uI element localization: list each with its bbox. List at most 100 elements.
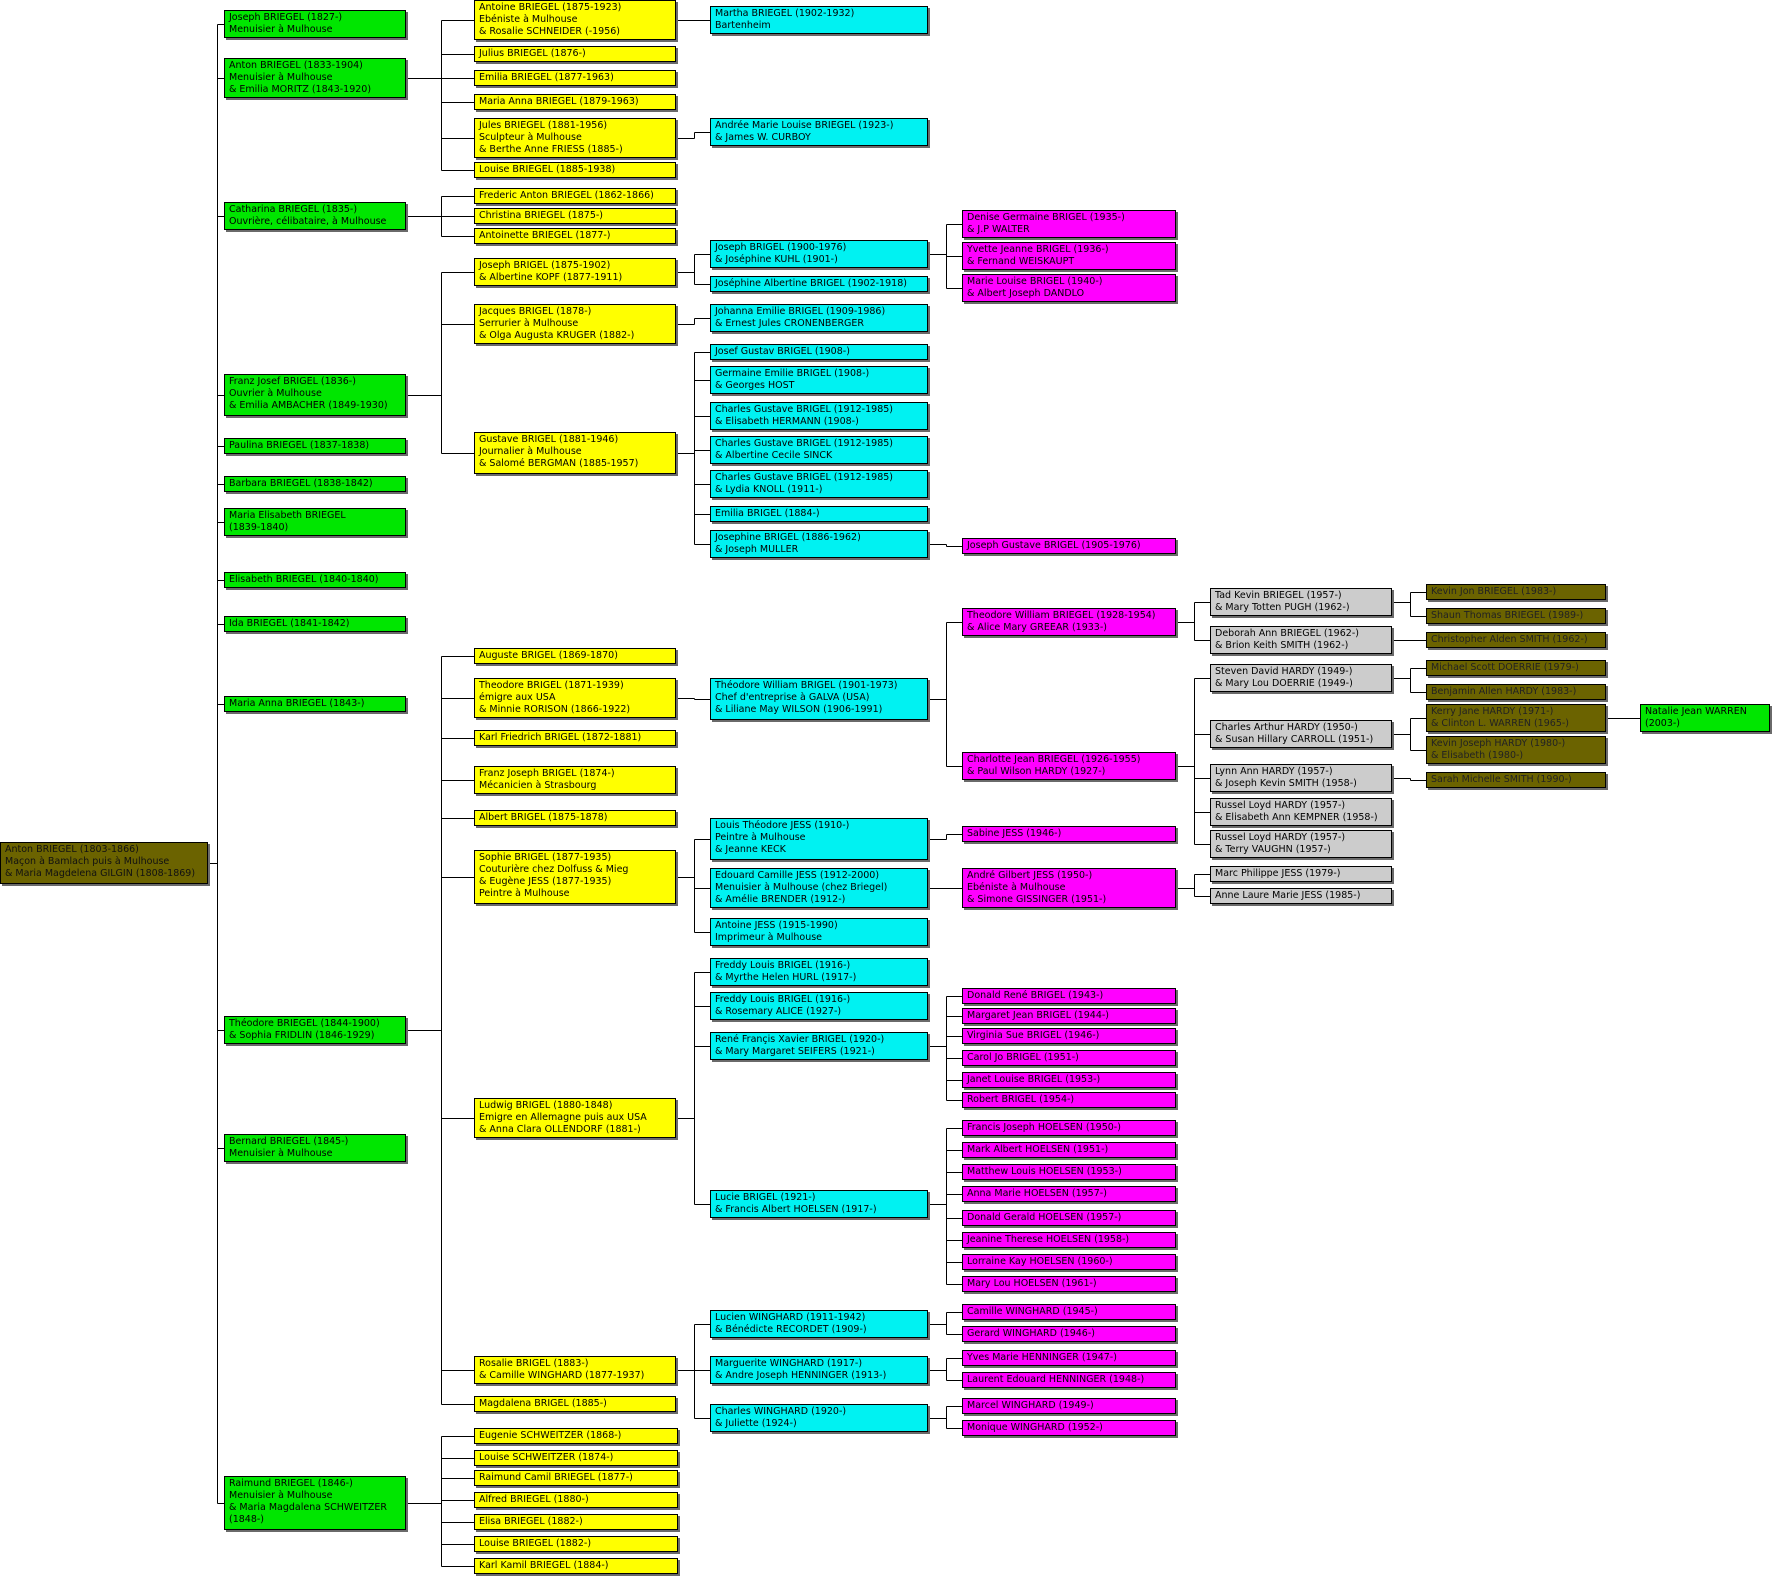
person-name: Maria Elisabeth BRIEGEL: [229, 510, 346, 521]
person-detail: & Amélie BRENDER (1912-): [715, 894, 846, 905]
person-name: Marc Philippe JESS (1979-): [1215, 868, 1341, 879]
person-name: Magdalena BRIGEL (1885-): [479, 1398, 607, 1409]
person-name: Yvette Jeanne BRIGEL (1936-): [967, 244, 1109, 255]
person-charles-gustave-brigel: Charles Gustave BRIGEL (1912-1985)& Albe…: [710, 436, 928, 464]
person-franz-joseph-brigel: Franz Joseph BRIGEL (1874-)Mécanicien à …: [474, 766, 676, 794]
person-tad-kevin-briegel: Tad Kevin BRIEGEL (1957-)& Mary Totten P…: [1210, 588, 1392, 616]
person-name: Janet Louise BRIGEL (1953-): [967, 1074, 1101, 1085]
person-andree-marie-louise-briegel: Andrée Marie Louise BRIEGEL (1923-)& Jam…: [710, 118, 928, 146]
person-charlotte-jean-briegel: Charlotte Jean BRIEGEL (1926-1955)& Paul…: [962, 752, 1176, 780]
person-detail: & Brion Keith SMITH (1962-): [1215, 640, 1349, 651]
person-name: Louis Théodore JESS (1910-): [715, 820, 850, 831]
person-name: Virginia Sue BRIGEL (1946-): [967, 1030, 1100, 1041]
person-camille-winghard: Camille WINGHARD (1945-): [962, 1304, 1176, 1320]
person-franz-josef-brigel: Franz Josef BRIGEL (1836-)Ouvrier à Mulh…: [224, 374, 406, 416]
person-ida-briegel: Ida BRIEGEL (1841-1842): [224, 616, 406, 632]
person-name: Lynn Ann HARDY (1957-): [1215, 766, 1333, 777]
person-robert-brigel: Robert BRIGEL (1954-): [962, 1092, 1176, 1108]
person-maria-elisabeth-briegel: Maria Elisabeth BRIEGEL(1839-1840): [224, 508, 406, 536]
person-detail: & Berthe Anne FRIESS (1885-): [479, 144, 623, 155]
person-name: Freddy Louis BRIGEL (1916-): [715, 960, 851, 971]
person-detail: Ebéniste à Mulhouse: [967, 882, 1066, 893]
person-charles-gustave-brigel: Charles Gustave BRIGEL (1912-1985)& Lydi…: [710, 470, 928, 498]
person-detail: & Albertine Cecile SINCK: [715, 450, 833, 461]
person-name: Joseph BRIGEL (1900-1976): [715, 242, 847, 253]
person-emilia-brigel: Emilia BRIGEL (1884-): [710, 506, 928, 522]
person-karl-kamil-briegel: Karl Kamil BRIEGEL (1884-): [474, 1558, 678, 1574]
person-name: Anne Laure Marie JESS (1985-): [1215, 890, 1361, 901]
person-frederic-anton-briegel: Frederic Anton BRIEGEL (1862-1866): [474, 188, 676, 204]
person-louis-theodore-jess: Louis Théodore JESS (1910-)Peintre à Mul…: [710, 818, 928, 860]
person-charles-gustave-brigel: Charles Gustave BRIGEL (1912-1985)& Elis…: [710, 402, 928, 430]
person-name: Tad Kevin BRIEGEL (1957-): [1215, 590, 1342, 601]
person-detail: & Rosalie SCHNEIDER (-1956): [479, 26, 621, 37]
person-detail: & Salomé BERGMAN (1885-1957): [479, 458, 639, 469]
person-name: Marie Louise BRIGEL (1940-): [967, 276, 1103, 287]
person-detail: Bartenheim: [715, 20, 771, 31]
person-detail: & Clinton L. WARREN (1965-): [1431, 718, 1569, 729]
person-detail: & Mary Totten PUGH (1962-): [1215, 602, 1350, 613]
person-antoine-briegel: Antoine BRIEGEL (1875-1923)Ebéniste à Mu…: [474, 0, 676, 40]
person-maria-anna-briegel: Maria Anna BRIEGEL (1879-1963): [474, 94, 676, 110]
person-martha-briegel: Martha BRIEGEL (1902-1932)Bartenheim: [710, 6, 928, 34]
person-lucien-winghard: Lucien WINGHARD (1911-1942)& Bénédicte R…: [710, 1310, 928, 1338]
person-yvette-jeanne-brigel: Yvette Jeanne BRIGEL (1936-)& Fernand WE…: [962, 242, 1176, 270]
person-theodore-brigel: Theodore BRIGEL (1871-1939)émigre aux US…: [474, 678, 676, 718]
person-donald-gerald-hoelsen: Donald Gerald HOELSEN (1957-): [962, 1210, 1176, 1226]
person-yves-marie-henninger: Yves Marie HENNINGER (1947-): [962, 1350, 1176, 1366]
person-name: Russel Loyd HARDY (1957-): [1215, 800, 1346, 811]
person-detail: Ouvrier à Mulhouse: [229, 388, 322, 399]
person-magdalena-brigel: Magdalena BRIGEL (1885-): [474, 1396, 676, 1412]
person-freddy-louis-brigel: Freddy Louis BRIGEL (1916-)& Myrthe Hele…: [710, 958, 928, 986]
person-name: Frederic Anton BRIEGEL (1862-1866): [479, 190, 654, 201]
person-lucie-brigel: Lucie BRIGEL (1921-)& Francis Albert HOE…: [710, 1190, 928, 1218]
person-russel-loyd-hardy: Russel Loyd HARDY (1957-)& Terry VAUGHN …: [1210, 830, 1392, 858]
person-marcel-winghard: Marcel WINGHARD (1949-): [962, 1398, 1176, 1414]
person-edouard-camille-jess: Edouard Camille JESS (1912-2000)Menuisie…: [710, 868, 928, 908]
person-detail: & Juliette (1924-): [715, 1418, 797, 1429]
person-name: Michael Scott DOERRIE (1979-): [1431, 662, 1579, 673]
person-detail: Menuisier à Mulhouse: [229, 1490, 333, 1501]
person-theodore-briegel: Théodore BRIEGEL (1844-1900)& Sophia FRI…: [224, 1016, 406, 1044]
person-josephine-albertine-brigel: Joséphine Albertine BRIGEL (1902-1918): [710, 276, 928, 292]
person-detail: & Mary Margaret SEIFERS (1921-): [715, 1046, 875, 1057]
person-detail: & Maria Magdalena SCHWEITZER: [229, 1502, 387, 1513]
person-elisa-briegel: Elisa BRIEGEL (1882-): [474, 1514, 678, 1530]
person-name: Anton BRIEGEL (1833-1904): [229, 60, 363, 71]
person-julius-briegel: Julius BRIEGEL (1876-): [474, 46, 676, 62]
person-detail: Couturière chez Dolfuss & Mieg: [479, 864, 629, 875]
person-carol-jo-brigel: Carol Jo BRIGEL (1951-): [962, 1050, 1176, 1066]
person-theodore-william-brigel: Théodore William BRIGEL (1901-1973)Chef …: [710, 678, 928, 720]
person-detail: & Myrthe Helen HURL (1917-): [715, 972, 857, 983]
person-name: Donald René BRIGEL (1943-): [967, 990, 1104, 1001]
person-sophie-brigel: Sophie BRIGEL (1877-1935)Couturière chez…: [474, 850, 676, 904]
person-gerard-winghard: Gerard WINGHARD (1946-): [962, 1326, 1176, 1342]
person-detail: Sculpteur à Mulhouse: [479, 132, 582, 143]
person-name: Edouard Camille JESS (1912-2000): [715, 870, 880, 881]
person-detail: & James W. CURBOY: [715, 132, 811, 143]
person-russel-loyd-hardy: Russel Loyd HARDY (1957-)& Elisabeth Ann…: [1210, 798, 1392, 826]
person-detail: & Joseph Kevin SMITH (1958-): [1215, 778, 1357, 789]
person-name: Robert BRIGEL (1954-): [967, 1094, 1075, 1105]
person-name: Emilia BRIGEL (1884-): [715, 508, 820, 519]
person-jules-briegel: Jules BRIEGEL (1881-1956)Sculpteur à Mul…: [474, 118, 676, 158]
person-name: Charles Gustave BRIGEL (1912-1985): [715, 472, 893, 483]
person-christina-briegel: Christina BRIEGEL (1875-): [474, 208, 676, 224]
person-detail: (1839-1840): [229, 522, 289, 533]
person-detail: & Minnie RORISON (1866-1922): [479, 704, 631, 715]
person-name: Theodore BRIGEL (1871-1939): [479, 680, 624, 691]
person-detail: Menuisier à Mulhouse: [229, 24, 333, 35]
person-eugenie-schweitzer: Eugenie SCHWEITZER (1868-): [474, 1428, 678, 1444]
person-detail: & Emilia MORITZ (1843-1920): [229, 84, 372, 95]
person-name: Maria Anna BRIEGEL (1879-1963): [479, 96, 639, 107]
person-andre-gilbert-jess: André Gilbert JESS (1950-)Ebéniste à Mul…: [962, 868, 1176, 908]
person-benjamin-allen-hardy: Benjamin Allen HARDY (1983-): [1426, 684, 1606, 700]
person-anton-briegel: Anton BRIEGEL (1803-1866)Maçon à Bamlach…: [0, 842, 208, 884]
person-name: Josephine BRIGEL (1886-1962): [715, 532, 861, 543]
person-name: Lucie BRIGEL (1921-): [715, 1192, 816, 1203]
person-name: Charles Gustave BRIGEL (1912-1985): [715, 404, 893, 415]
person-name: Theodore William BRIEGEL (1928-1954): [967, 610, 1156, 621]
person-name: Lorraine Kay HOELSEN (1960-): [967, 1256, 1113, 1267]
person-detail: & Alice Mary GREEAR (1933-): [967, 622, 1107, 633]
person-mark-albert-hoelsen: Mark Albert HOELSEN (1951-): [962, 1142, 1176, 1158]
